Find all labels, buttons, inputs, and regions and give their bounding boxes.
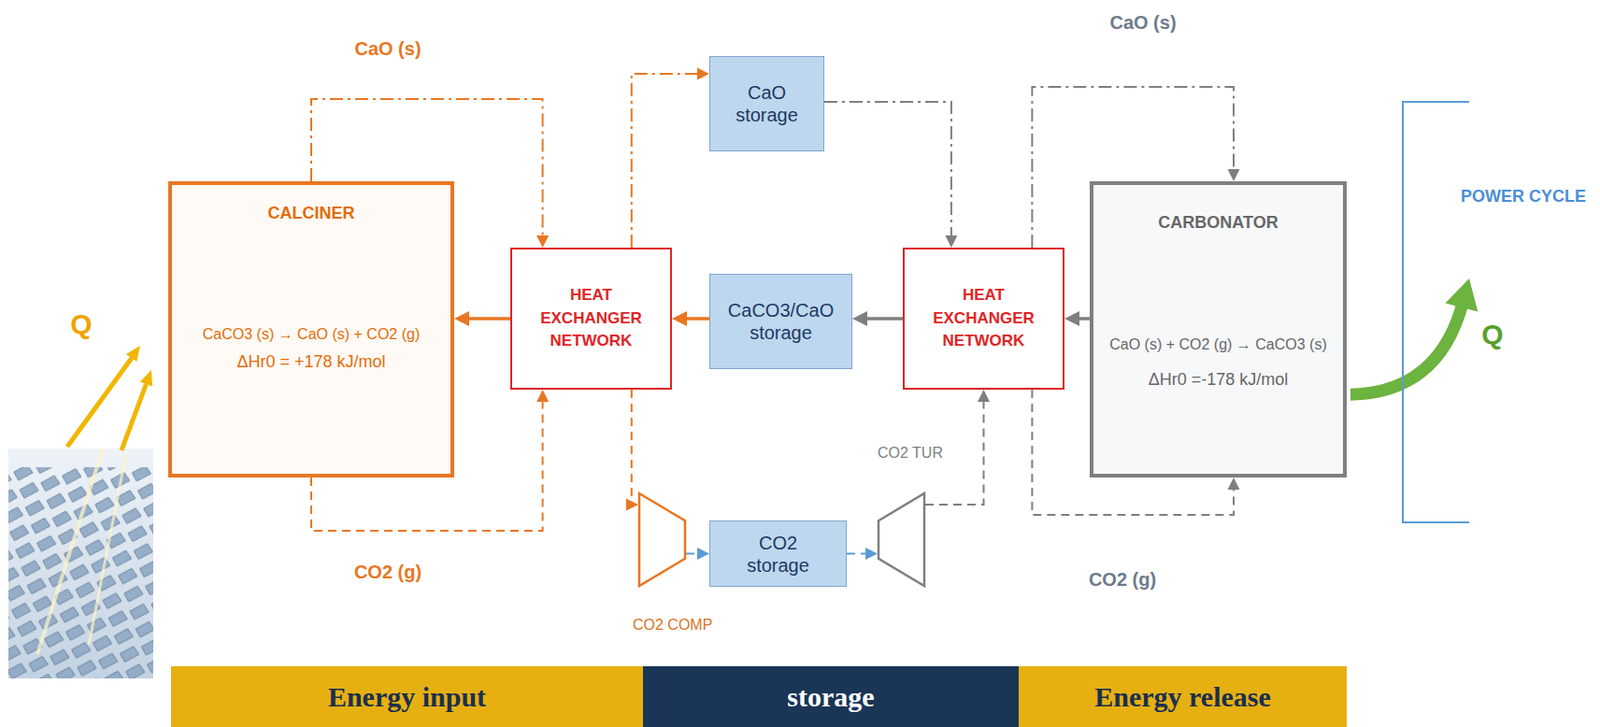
edge-label: CO2 (g) [1088, 569, 1157, 591]
flow-arrow [846, 547, 878, 560]
power-cycle-bracket: POWER CYCLE [1401, 100, 1594, 524]
carbonator-box: CARBONATOR CaO (s) + CO2 (g) → CaCO3 (s) Δ… [1089, 181, 1347, 478]
node-title: CO2 COMP [632, 616, 713, 634]
storage-box: CaCO3/CaO storage [709, 273, 853, 370]
flow-arrow [824, 101, 958, 248]
node-title: Energy input [328, 681, 486, 714]
node-title: storage [786, 681, 874, 714]
flow-arrow [852, 311, 903, 327]
phase-band: storage [642, 666, 1019, 727]
node-title: CALCINER [268, 203, 356, 224]
turbine-symbol: CO2 TUR [877, 492, 926, 587]
node-title: HEAT EXCHANGER NETWORK [512, 284, 671, 354]
heat-label: Q [70, 308, 92, 341]
node-title: POWER CYCLE [1460, 186, 1586, 207]
edge-label: CaO (s) [1109, 12, 1176, 34]
edge-label: CO2 (g) [354, 561, 422, 584]
flow-arrow [631, 68, 710, 249]
node-title: HEAT EXCHANGER NETWORK [904, 284, 1063, 354]
node-title: CO2 storage [736, 531, 821, 577]
turbine-symbol-outline [877, 492, 926, 587]
flow-arrow [454, 311, 511, 327]
node-text: CaO (s) + CO2 (g) → CaCO3 (s) [1109, 336, 1327, 354]
node-title: CaCO3/CaO storage [722, 299, 840, 344]
flow-arrow [1064, 311, 1090, 327]
node-title: CO2 TUR [877, 444, 943, 462]
heat-exchanger-box: HEAT EXCHANGER NETWORK [902, 247, 1065, 390]
edge-label: Q [1481, 318, 1503, 351]
compressor-symbol: CO2 COMP [638, 492, 686, 587]
node-title: Energy release [1094, 681, 1272, 714]
storage-box: CO2 storage [709, 520, 847, 587]
storage-box: CaO storage [709, 56, 825, 152]
phase-band: Energy input [171, 666, 643, 727]
edge-label: CaO (s) [354, 38, 421, 60]
phase-band: Energy release [1018, 666, 1347, 727]
heat-exchanger-box: HEAT EXCHANGER NETWORK [510, 247, 672, 390]
flow-arrow [671, 311, 710, 327]
compressor-symbol-outline [638, 492, 686, 587]
flow-arrow [685, 547, 710, 560]
flow-arrow [626, 389, 639, 512]
node-text: ΔHr0 = +178 kJ/mol [236, 352, 386, 372]
node-text: CaCO3 (s) → CaO (s) + CO2 (g) [202, 326, 420, 343]
node-title: CARBONATOR [1157, 213, 1278, 233]
node-text: ΔHr0 =-178 kJ/mol [1148, 370, 1289, 390]
node-title: CaO storage [725, 81, 810, 127]
flow-arrow [1350, 278, 1478, 395]
power-cycle-bracket-outline [1401, 100, 1594, 524]
calciner-box: CALCINER CaCO3 (s) → CaO (s) + CO2 (g) ΔHr… [168, 181, 455, 478]
